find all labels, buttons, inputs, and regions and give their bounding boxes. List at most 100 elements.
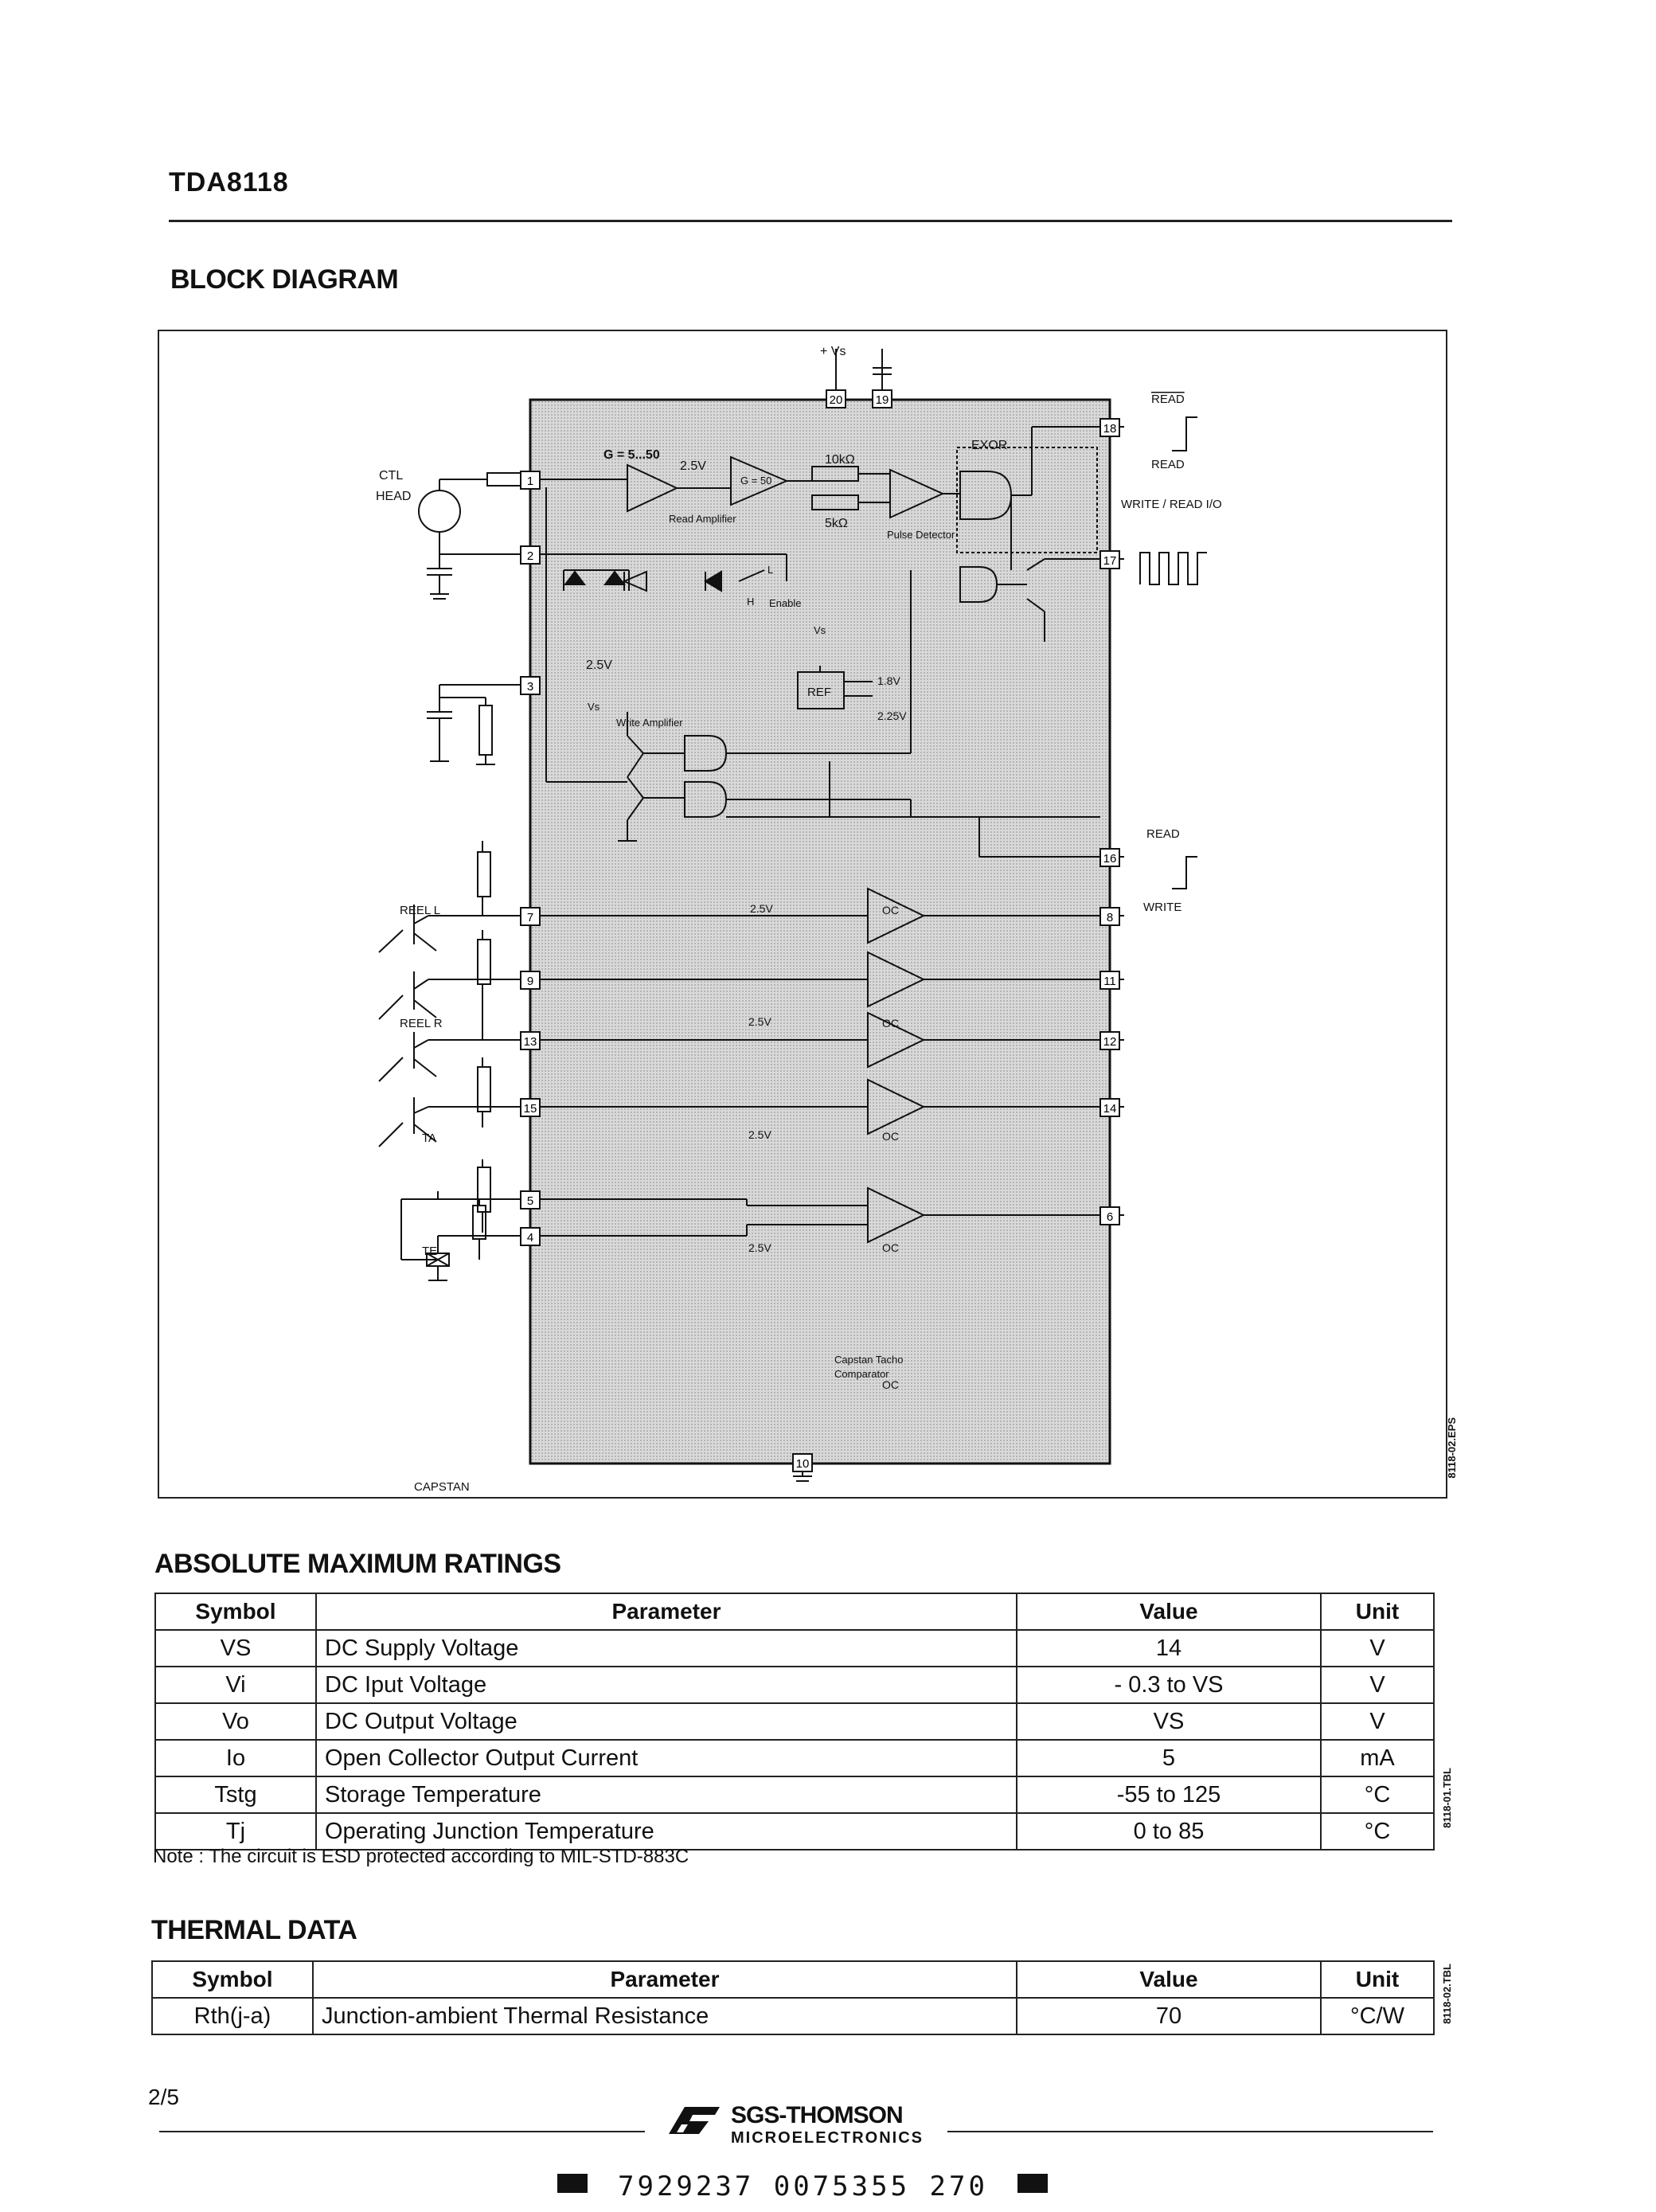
brand-name: SGS-THOMSON — [731, 2102, 904, 2128]
col-parameter: Parameter — [312, 1960, 1017, 1999]
esd-note: Note : The circuit is ESD protected acco… — [153, 1846, 689, 1867]
footer-rule-right — [947, 2131, 1433, 2132]
ic-body — [529, 398, 1111, 1465]
label-oc-2: OC — [882, 1017, 899, 1030]
label-read-amplifier: Read Amplifier — [669, 513, 736, 525]
barcode-marker-left — [557, 2174, 588, 2193]
footer-rule-left — [159, 2131, 645, 2132]
pin-15: 15 — [524, 1102, 537, 1116]
label-25v-a: 2.5V — [680, 459, 706, 473]
label-read-2: READ — [1146, 827, 1180, 841]
label-gain: G = 5...50 — [603, 448, 660, 462]
table-row: Rth(j-a)Junction-ambient Thermal Resista… — [151, 1997, 1435, 2035]
pin-9: 9 — [527, 975, 533, 988]
label-vs-top: + Vs — [820, 345, 846, 358]
pin-17: 17 — [1103, 554, 1117, 568]
value-cell: -55 to 125 — [1016, 1776, 1322, 1814]
parameter-cell: Storage Temperature — [315, 1776, 1017, 1814]
parameter-cell: Junction-ambient Thermal Resistance — [312, 1997, 1017, 2035]
symbol-cell: Io — [154, 1739, 317, 1777]
label-write: WRITE — [1143, 901, 1181, 914]
label-oc-5: OC — [882, 1378, 899, 1391]
parameter-cell: DC Supply Voltage — [315, 1629, 1017, 1667]
value-cell: 5 — [1016, 1739, 1322, 1777]
pin-7: 7 — [527, 911, 533, 924]
unit-cell: V — [1320, 1666, 1435, 1704]
document-title: TDA8118 — [169, 167, 289, 197]
label-10k: 10kΩ — [825, 453, 855, 467]
parameter-cell: DC Output Voltage — [315, 1702, 1017, 1741]
unit-cell: °C — [1320, 1776, 1435, 1814]
symbol-cell: Tstg — [154, 1776, 317, 1814]
label-ta: TA — [422, 1131, 436, 1145]
parameter-cell: Open Collector Output Current — [315, 1739, 1017, 1777]
pin-16: 16 — [1103, 852, 1117, 866]
label-g50: G = 50 — [740, 475, 771, 487]
label-ctl: CTL — [379, 469, 403, 483]
amr-side-code: 8118-01.TBL — [1441, 1768, 1453, 1828]
label-ref: REF — [807, 686, 831, 699]
label-read: READ — [1151, 458, 1185, 471]
col-parameter: Parameter — [315, 1593, 1017, 1631]
header-rule — [169, 220, 1452, 222]
pin-4: 4 — [527, 1231, 533, 1245]
barcode-marker-right — [1017, 2174, 1048, 2193]
block-diagram-heading: BLOCK DIAGRAM — [170, 264, 399, 295]
label-18v: 1.8V — [877, 674, 900, 687]
label-h: H — [747, 596, 754, 608]
symbol-cell: VS — [154, 1629, 317, 1667]
label-vs-ref: Vs — [814, 624, 826, 636]
label-head: HEAD — [376, 490, 411, 503]
pin-3: 3 — [527, 680, 533, 694]
label-25v-c3: 2.5V — [748, 1128, 771, 1141]
st-logo-icon — [669, 2107, 720, 2134]
pin-10: 10 — [796, 1457, 810, 1471]
value-cell: 70 — [1016, 1997, 1322, 2035]
label-exor: EXOR — [971, 439, 1007, 452]
thermal-data-table: Symbol Parameter Value Unit Rth(j-a)Junc… — [151, 1960, 1435, 2035]
value-cell: - 0.3 to VS — [1016, 1666, 1322, 1704]
label-vs-write: Vs — [588, 701, 600, 713]
value-cell: VS — [1016, 1702, 1322, 1741]
label-5k: 5kΩ — [825, 517, 848, 530]
label-reel-r: REEL R — [400, 1017, 443, 1030]
page-number: 2/5 — [148, 2085, 179, 2109]
symbol-cell: Tj — [154, 1812, 317, 1850]
label-25v-c2: 2.5V — [748, 1015, 771, 1028]
pin-2: 2 — [527, 549, 533, 563]
label-comparator: Comparator — [834, 1368, 889, 1380]
label-capstan-tacho: Capstan Tacho — [834, 1354, 904, 1366]
col-unit: Unit — [1320, 1960, 1435, 1999]
barcode-number: 7929237 0075355 270 — [618, 2171, 988, 2202]
pin-8: 8 — [1107, 911, 1113, 924]
label-pulse-detector: Pulse Detector — [887, 529, 955, 541]
pin-12: 12 — [1103, 1035, 1117, 1049]
pin-19: 19 — [876, 393, 889, 407]
pin-6: 6 — [1107, 1210, 1113, 1224]
unit-cell: V — [1320, 1702, 1435, 1741]
parameter-cell: Operating Junction Temperature — [315, 1812, 1017, 1850]
thermal-data-heading: THERMAL DATA — [151, 1915, 357, 1945]
label-oc-1: OC — [882, 904, 899, 916]
symbol-cell: Vi — [154, 1666, 317, 1704]
label-oc-3: OC — [882, 1130, 899, 1143]
col-value: Value — [1016, 1960, 1322, 1999]
label-25v-c4: 2.5V — [748, 1241, 771, 1254]
col-symbol: Symbol — [154, 1593, 317, 1631]
label-reel-l: REEL L — [400, 904, 440, 917]
block-diagram: 20 19 18 1 2 17 3 16 7 8 9 11 13 12 15 1… — [376, 345, 1222, 1494]
col-value: Value — [1016, 1593, 1322, 1631]
pin-20: 20 — [830, 393, 843, 407]
diagram-side-code: 8118-02.EPS — [1446, 1417, 1458, 1479]
col-symbol: Symbol — [151, 1960, 314, 1999]
label-oc-4: OC — [882, 1241, 899, 1254]
label-l: L — [767, 564, 773, 576]
symbol-cell: Vo — [154, 1702, 317, 1741]
label-te: TE — [422, 1245, 437, 1258]
unit-cell: °C/W — [1320, 1997, 1435, 2035]
